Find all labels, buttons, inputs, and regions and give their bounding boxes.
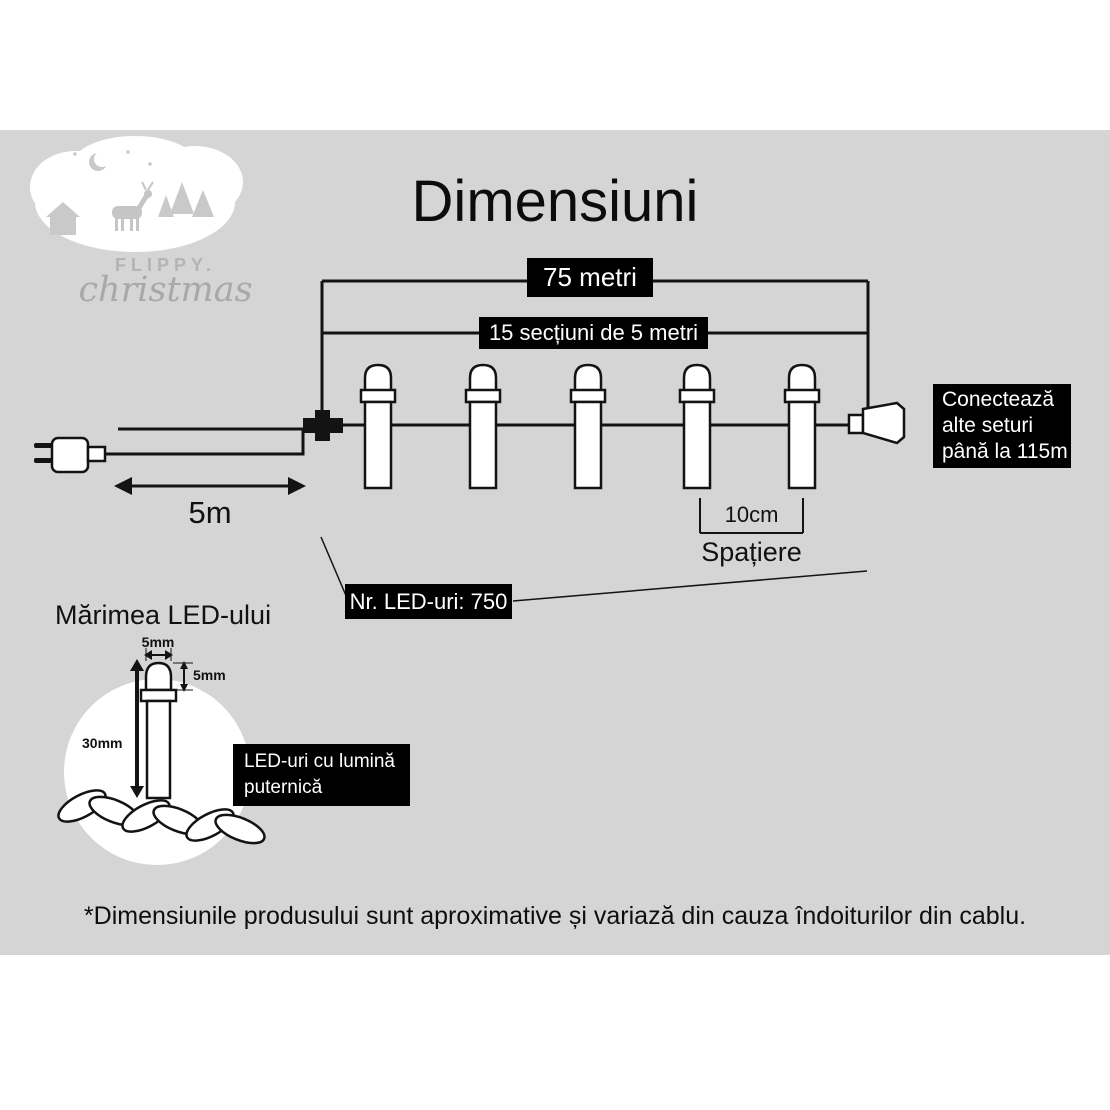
lead-length-label: 5m — [188, 495, 232, 530]
width-arrow-5mm — [144, 648, 173, 661]
connect-more-sets-label: Conectează alte seturi până la 115m — [933, 384, 1071, 468]
count-leader-right — [512, 570, 868, 602]
disclaimer-note: *Dimensiunile produsului sunt aproximati… — [83, 902, 1027, 930]
led-bulb-5 — [783, 363, 821, 490]
callout-line-1: LED-uri cu lumină — [244, 751, 395, 773]
total-length-label: 75 metri — [527, 258, 653, 297]
callout-line-2: puternică — [244, 777, 323, 798]
length-arrow-30mm — [130, 659, 144, 798]
logo-cloud-icon — [30, 136, 243, 252]
connect-line-1: Conectează — [942, 387, 1055, 411]
led-bulb-1 — [359, 363, 397, 490]
connect-line-2: alte seturi — [942, 413, 1034, 437]
end-connector-icon — [847, 401, 906, 445]
spacing-bracket — [699, 498, 804, 534]
power-plug-icon — [34, 436, 107, 474]
led-count-label: Nr. LED-uri: 750 — [345, 584, 512, 619]
spacing-value-label: 10cm — [724, 502, 779, 527]
led-bulb-3 — [569, 363, 607, 490]
lead-wire — [105, 427, 305, 456]
logo-script-text: christmas — [78, 270, 253, 310]
count-leader-left — [320, 536, 348, 599]
led-length-label: 30mm — [82, 735, 123, 751]
led-bulb-4 — [678, 363, 716, 490]
led-detail-bulb — [139, 661, 178, 800]
led-size-heading: Mărimea LED-ului — [55, 600, 272, 630]
string-connector-icon — [303, 410, 343, 441]
led-width-label: 5mm — [141, 634, 175, 650]
connect-line-3: până la 115m — [942, 440, 1068, 464]
led-brightness-callout: LED-uri cu lumină puternică — [233, 744, 410, 806]
page-title: Dimensiuni — [411, 169, 699, 234]
cap-height-arrow-5mm — [173, 661, 193, 692]
led-cap-height-label: 5mm — [193, 667, 226, 683]
led-bulb-2 — [464, 363, 502, 490]
sections-label: 15 secțiuni de 5 metri — [479, 317, 708, 349]
winter-scene-logo — [30, 136, 243, 252]
logo-brand-text: FLIPPY. — [114, 255, 216, 275]
deer-icon — [112, 181, 154, 231]
spacing-title-label: Spațiere — [701, 537, 802, 567]
lead-length-arrow — [114, 477, 306, 495]
twisted-wire-icon — [57, 789, 266, 845]
